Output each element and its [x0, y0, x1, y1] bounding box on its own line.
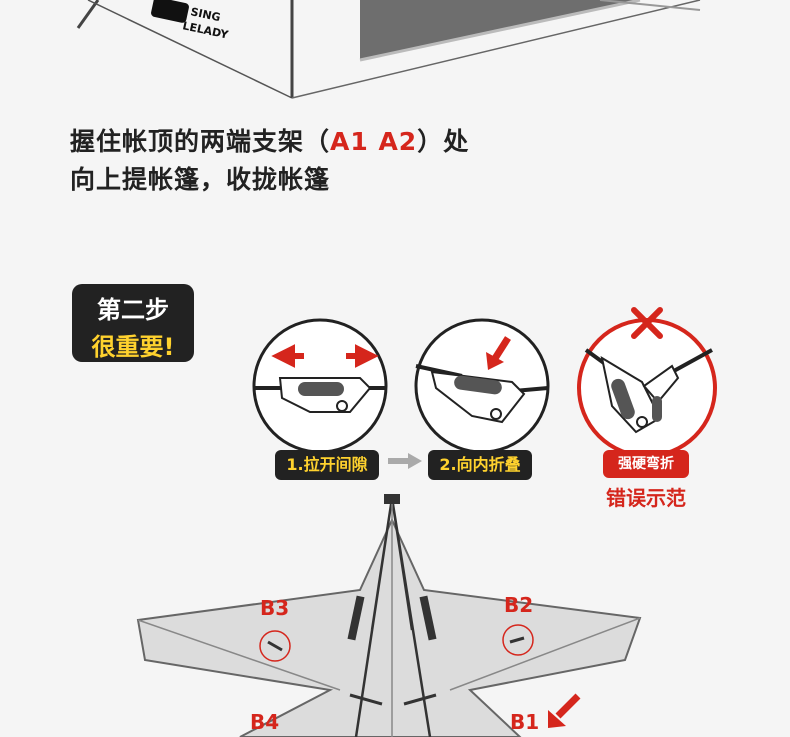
- step1-label: 1.拉开间隙: [275, 450, 379, 480]
- instruction-line2: 向上提帐篷，收拢帐篷: [70, 165, 331, 194]
- logo-line1: SING: [189, 5, 221, 24]
- instruction-highlight: A1 A2: [330, 127, 418, 156]
- cross-icon: [631, 307, 663, 339]
- instruction-line1-prefix: 握住帐顶的两端支架（: [70, 127, 331, 156]
- arrow-b1-icon: [548, 693, 581, 728]
- arrow-down-left-icon: [486, 336, 511, 370]
- wrong-pill: 强硬弯折: [603, 450, 689, 478]
- step-badge: 第二步 很重要!: [72, 284, 194, 362]
- label-b2: B2: [504, 593, 534, 617]
- next-arrow-icon: [388, 453, 422, 469]
- label-b1: B1: [510, 710, 540, 734]
- wrong-caption: 错误示范: [606, 486, 686, 510]
- instruction-line1: 握住帐顶的两端支架（A1 A2）处: [70, 122, 469, 158]
- label-b3: B3: [260, 596, 290, 620]
- arrow-right-icon: [346, 344, 379, 368]
- tent-top-illustration: SING LELADY: [76, 0, 701, 99]
- step-badge-title: 第二步: [97, 296, 169, 324]
- tent-frame-illustration: [136, 494, 642, 737]
- step-badge-subtitle: 很重要!: [91, 333, 175, 361]
- instruction-line1-suffix: ）处: [417, 127, 470, 156]
- step1-illustration: [252, 318, 388, 454]
- label-b4: B4: [250, 710, 280, 734]
- step2-label: 2.向内折叠: [428, 450, 532, 480]
- logo-line2: LELADY: [181, 19, 230, 42]
- step2-illustration: [414, 318, 550, 454]
- arrow-left-icon: [271, 344, 304, 368]
